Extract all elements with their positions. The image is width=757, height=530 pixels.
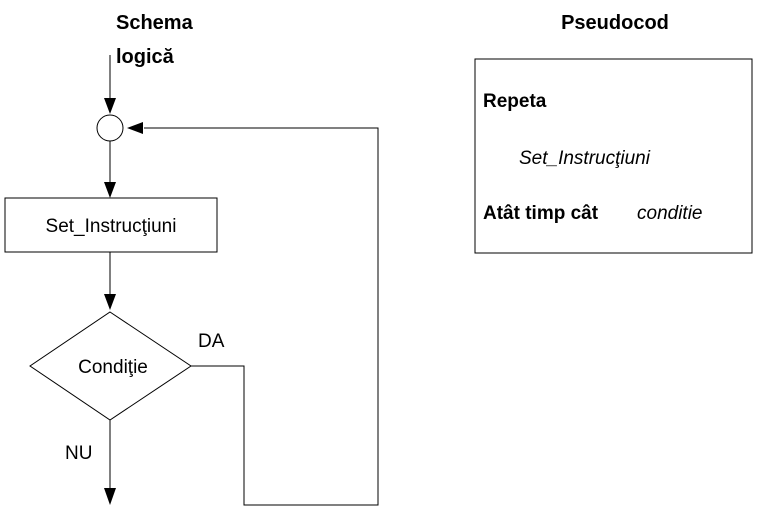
connector-circle xyxy=(96,114,124,142)
flowchart-title-line2: logică xyxy=(116,46,175,68)
loop-back-path xyxy=(144,127,379,506)
pseudocode-box xyxy=(474,58,753,254)
process-label: Set_Instrucţiuni xyxy=(46,216,177,237)
yes-label: DA xyxy=(198,331,225,352)
pseudocode-while-line: Atât timp cât xyxy=(483,203,599,224)
decision-arrow-icon xyxy=(104,294,116,310)
exit-arrow-icon xyxy=(104,488,116,505)
pseudocode-condition-text: conditie xyxy=(637,203,703,224)
process-box xyxy=(4,197,218,253)
entry-arrow-icon xyxy=(104,98,116,114)
flowchart-title-line1: Schema xyxy=(116,12,194,34)
pseudocode-title: Pseudocod xyxy=(561,12,669,34)
no-label: NU xyxy=(65,443,92,464)
process-arrow-icon xyxy=(104,182,116,198)
loop-back-arrow-icon xyxy=(127,122,143,134)
pseudocode-body-line: Set_Instrucţiuni xyxy=(519,148,651,169)
pseudocode-repeat-line: Repeta xyxy=(483,91,547,112)
decision-label: Condiţie xyxy=(78,357,148,378)
